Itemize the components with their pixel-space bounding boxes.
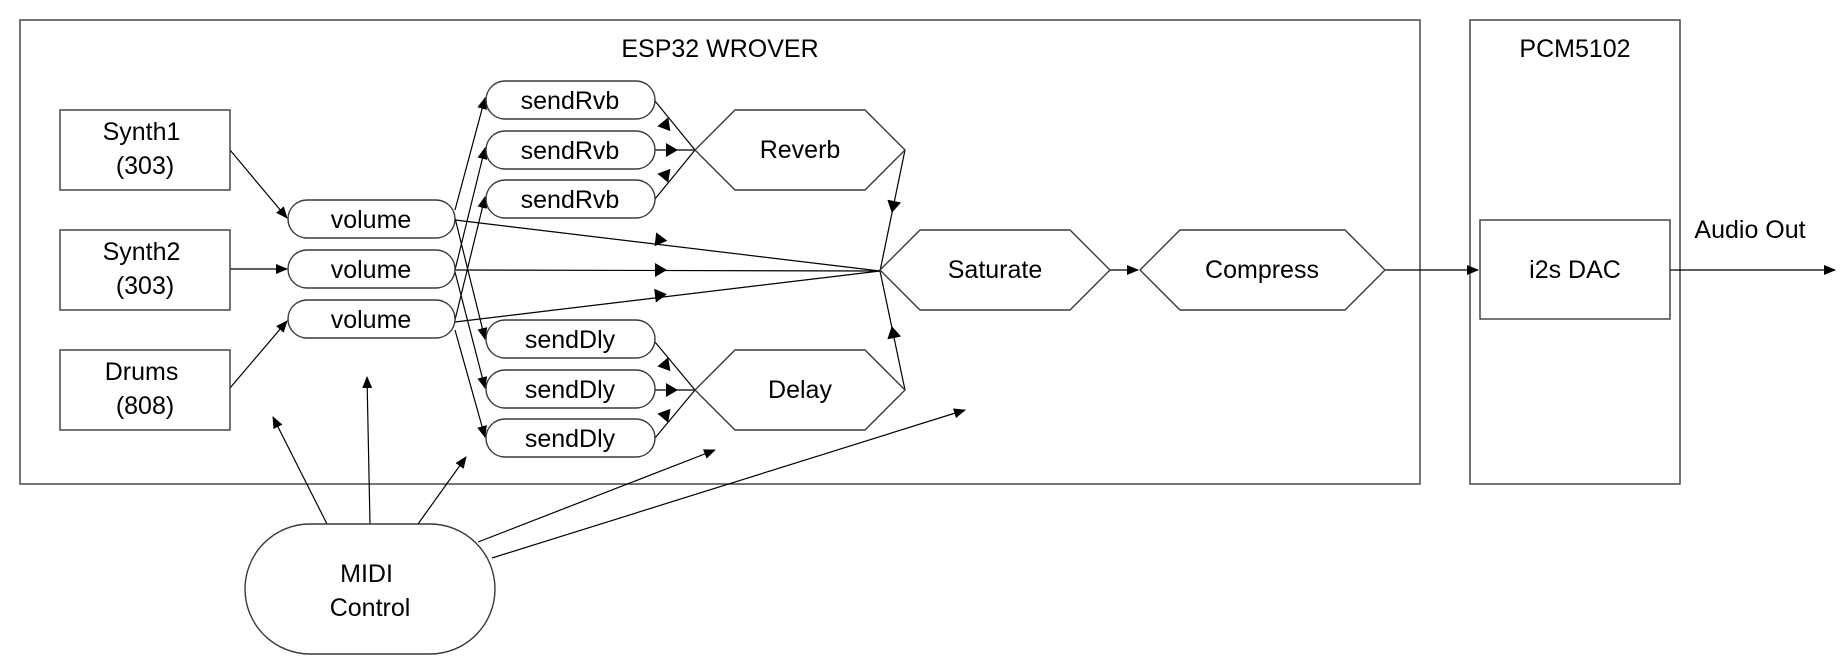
delay-return-arrow xyxy=(887,326,902,340)
pcm5102-title: PCM5102 xyxy=(1519,35,1630,63)
synth1-to-volume-1 xyxy=(229,149,288,219)
midi-control: MIDI Control xyxy=(244,523,496,655)
send-reverb-3: sendRvb xyxy=(485,179,656,219)
dry-arrow-2 xyxy=(655,263,667,277)
esp32-title: ESP32 WROVER xyxy=(621,35,818,63)
send-delay-2-label: sendDly xyxy=(525,376,616,404)
compress-effect: Compress xyxy=(1139,229,1386,311)
midi-to-sources xyxy=(272,416,328,525)
saturate-effect-label: Saturate xyxy=(948,256,1043,284)
source-synth2-name: Synth2 xyxy=(103,238,181,266)
svg-text:Drums (808): Drums (808) xyxy=(105,358,186,420)
compress-effect-label: Compress xyxy=(1205,256,1319,284)
send-reverb-2-label: sendRvb xyxy=(521,137,620,165)
volume-2-label: volume xyxy=(331,256,412,284)
send-delay-3-to-delay xyxy=(654,389,696,439)
midi-to-master xyxy=(491,408,966,559)
send-reverb-3-label: sendRvb xyxy=(521,186,620,214)
source-synth2-model: (303) xyxy=(116,272,174,300)
send-reverb-2: sendRvb xyxy=(485,130,656,170)
source-synth2: Synth2 (303) xyxy=(59,229,231,311)
delay-effect: Delay xyxy=(694,349,906,431)
volume-1-to-saturate xyxy=(454,219,881,272)
source-drums-name: Drums xyxy=(105,358,179,386)
send-reverb-1: sendRvb xyxy=(485,80,656,120)
volume-3-to-send-reverb-3 xyxy=(454,196,488,321)
source-drums: Drums (808) xyxy=(59,349,231,431)
send-delay-3: sendDly xyxy=(485,418,656,458)
source-synth1-name: Synth1 xyxy=(103,118,181,146)
volume-3-to-send-delay-3 xyxy=(454,329,487,438)
delay-in-arrow-3 xyxy=(657,408,671,423)
reverb-effect-label: Reverb xyxy=(760,136,841,164)
reverb-in-arrow-2 xyxy=(666,143,678,157)
source-drums-model: (808) xyxy=(116,392,174,420)
send-reverb-1-label: sendRvb xyxy=(521,87,620,115)
volume-2-to-send-reverb-2 xyxy=(454,147,488,271)
i2s-dac-label: i2s DAC xyxy=(1529,256,1621,284)
reverb-in-arrow-3 xyxy=(657,168,671,183)
volume-3: volume xyxy=(287,299,456,339)
send-delay-1-to-delay xyxy=(654,341,696,391)
midi-to-volumes xyxy=(362,376,373,525)
audio-out-label: Audio Out xyxy=(1694,216,1805,244)
midi-control-line-2: Control xyxy=(330,594,411,622)
svg-text:Synth2 (303): Synth2 (303) xyxy=(103,238,188,300)
dry-arrow-1 xyxy=(654,232,668,247)
send-reverb-1-to-reverb xyxy=(654,100,696,151)
delay-in-arrow-2 xyxy=(666,383,678,397)
send-delay-3-label: sendDly xyxy=(525,425,616,453)
source-synth1-model: (303) xyxy=(116,152,174,180)
volume-1-to-send-reverb-1 xyxy=(454,97,487,211)
svg-text:Synth1 (303): Synth1 (303) xyxy=(103,118,188,180)
i2s-dac: i2s DAC xyxy=(1479,219,1671,320)
send-reverb-3-to-reverb xyxy=(654,149,696,200)
volume-2-to-saturate xyxy=(454,269,881,272)
source-synth1: Synth1 (303) xyxy=(59,109,231,191)
volume-2-to-send-delay-2 xyxy=(454,271,488,389)
midi-to-effects xyxy=(477,449,716,543)
delay-effect-label: Delay xyxy=(768,376,832,404)
volume-3-to-saturate xyxy=(454,270,881,323)
midi-to-sends xyxy=(417,456,467,525)
midi-control-line-1: MIDI xyxy=(340,560,393,588)
send-delay-2: sendDly xyxy=(485,369,656,409)
delay-in-arrow-1 xyxy=(657,357,671,372)
drums-to-volume-3 xyxy=(229,320,288,389)
volume-1-label: volume xyxy=(331,206,412,234)
volume-3-label: volume xyxy=(331,306,412,334)
reverb-effect: Reverb xyxy=(694,109,906,191)
send-delay-1: sendDly xyxy=(485,319,656,359)
volume-2: volume xyxy=(287,249,456,289)
reverb-return-arrow xyxy=(887,199,902,213)
volume-1: volume xyxy=(287,199,456,239)
dry-arrow-3 xyxy=(654,288,667,303)
saturate-effect: Saturate xyxy=(879,229,1111,311)
connections xyxy=(229,97,1836,559)
svg-text:MIDI Control: MIDI Control xyxy=(330,560,411,622)
send-delay-1-label: sendDly xyxy=(525,326,616,354)
reverb-in-arrow-1 xyxy=(657,117,671,132)
